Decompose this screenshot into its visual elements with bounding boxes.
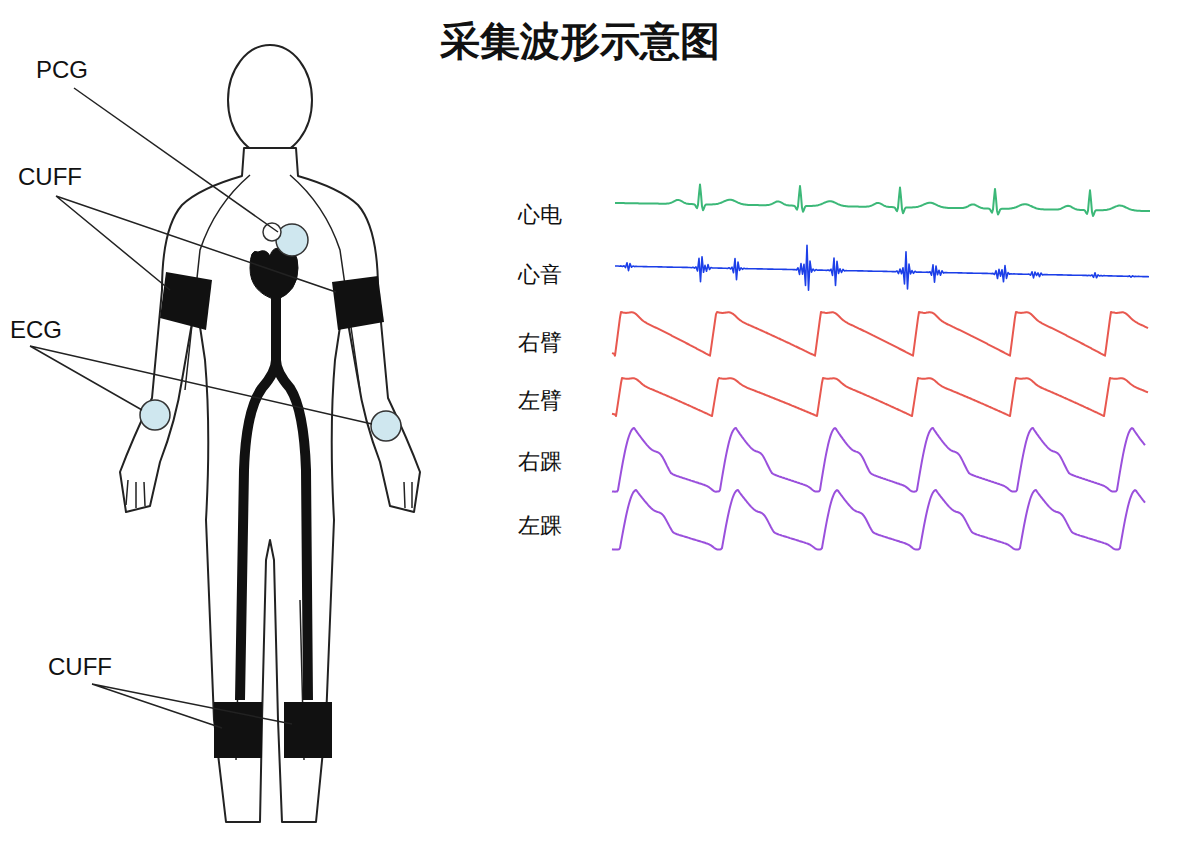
left-arm-pulse: [612, 378, 1148, 416]
leader-line: [74, 88, 278, 232]
heart-aorta: [240, 248, 308, 700]
leader-line: [92, 684, 292, 728]
signal-name: 左踝: [518, 511, 562, 541]
sensor-label: CUFF: [18, 163, 82, 191]
ecg-electrode: [140, 400, 170, 430]
vessel-lines: [185, 175, 360, 760]
sensor-label: ECG: [10, 316, 62, 344]
right-arm-pulse: [612, 312, 1148, 356]
cuffs: [160, 272, 384, 758]
sensors: [140, 223, 401, 441]
finger-lines: [126, 480, 412, 508]
pcg-trace: [615, 245, 1149, 290]
body-figure: [120, 45, 420, 822]
head: [228, 45, 312, 155]
leader-line: [30, 346, 372, 424]
arm-cuff-right: [160, 272, 212, 330]
signal-name: 左臂: [518, 386, 562, 416]
sensor-label: PCG: [36, 56, 88, 84]
sensor-ring: [263, 223, 281, 241]
right-ankle-pulse: [612, 428, 1145, 492]
arm-cuff-left: [332, 276, 384, 330]
ecg-electrode: [371, 411, 401, 441]
ecg-trace: [615, 185, 1150, 217]
signal-name: 心电: [518, 200, 562, 230]
body-outline: [120, 148, 420, 822]
ankle-cuff-left: [284, 702, 332, 758]
signal-name: 右踝: [518, 447, 562, 477]
signal-name: 心音: [518, 260, 562, 290]
signal-name: 右臂: [518, 328, 562, 358]
diagram-title: 采集波形示意图: [440, 14, 720, 69]
left-ankle-pulse: [612, 490, 1145, 550]
aorta: [240, 296, 308, 700]
leader-line: [56, 196, 336, 292]
waveforms: [612, 185, 1150, 550]
sensor-label: CUFF: [48, 653, 112, 681]
